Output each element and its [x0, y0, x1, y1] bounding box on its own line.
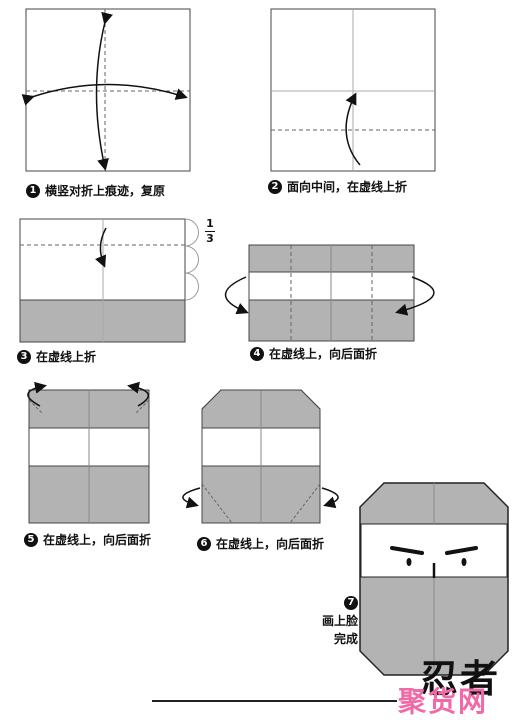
- step-2-figure: [270, 8, 436, 172]
- fraction-denominator: 3: [206, 232, 214, 245]
- step-7-caption: 7 画上脸 完成: [312, 596, 358, 648]
- right-eye: [461, 558, 467, 566]
- step-1-figure: [21, 8, 191, 172]
- step-5-text: 在虚线上，向后面折: [43, 533, 152, 547]
- origami-diagram: [19, 8, 509, 676]
- step-5-caption: 5 在虚线上，向后面折: [24, 533, 151, 547]
- step-3-figure: [19, 218, 199, 343]
- step-6-number: 6: [197, 537, 211, 551]
- diagram-title: 忍者: [420, 656, 501, 701]
- step-4-text: 在虚线上，向后面折: [269, 347, 378, 361]
- step-6-figure: [182, 389, 339, 524]
- step-4-number: 4: [250, 347, 264, 361]
- step-4-figure: [225, 244, 435, 342]
- step-2-text: 面向中间，在虚线上折: [287, 180, 408, 194]
- step-1-number: 1: [26, 184, 40, 198]
- fraction-bar: [205, 231, 215, 232]
- bottom-divider: [152, 700, 397, 702]
- step-7-text-line1: 画上脸: [321, 614, 358, 628]
- step-6-caption: 6 在虚线上，向后面折: [197, 537, 324, 551]
- left-eyebrow: [390, 546, 424, 555]
- step-4-caption: 4 在虚线上，向后面折: [250, 347, 377, 361]
- step-3-number: 3: [17, 350, 31, 364]
- right-eyebrow: [445, 546, 478, 555]
- step-7-ninja-face: [359, 482, 509, 676]
- step-3-text: 在虚线上折: [36, 350, 97, 364]
- step-5-figure: [27, 381, 150, 524]
- left-eye: [406, 558, 412, 566]
- step-5-number: 5: [24, 533, 38, 547]
- fraction-numerator: 1: [206, 217, 214, 230]
- watermark: 聚货网: [398, 685, 489, 718]
- step-3-caption: 3 在虚线上折: [17, 350, 96, 364]
- step-1-text: 横竖对折上痕迹，复原: [45, 184, 166, 198]
- step-1-caption: 1 横竖对折上痕迹，复原: [26, 184, 165, 198]
- step-7-text-line2: 完成: [333, 632, 358, 646]
- step-6-text: 在虚线上，向后面折: [216, 537, 325, 551]
- step-7-number: 7: [344, 596, 358, 610]
- step-2-caption: 2 面向中间，在虚线上折: [268, 180, 407, 194]
- fraction-label: 1 3: [205, 218, 215, 245]
- step-2-number: 2: [268, 180, 282, 194]
